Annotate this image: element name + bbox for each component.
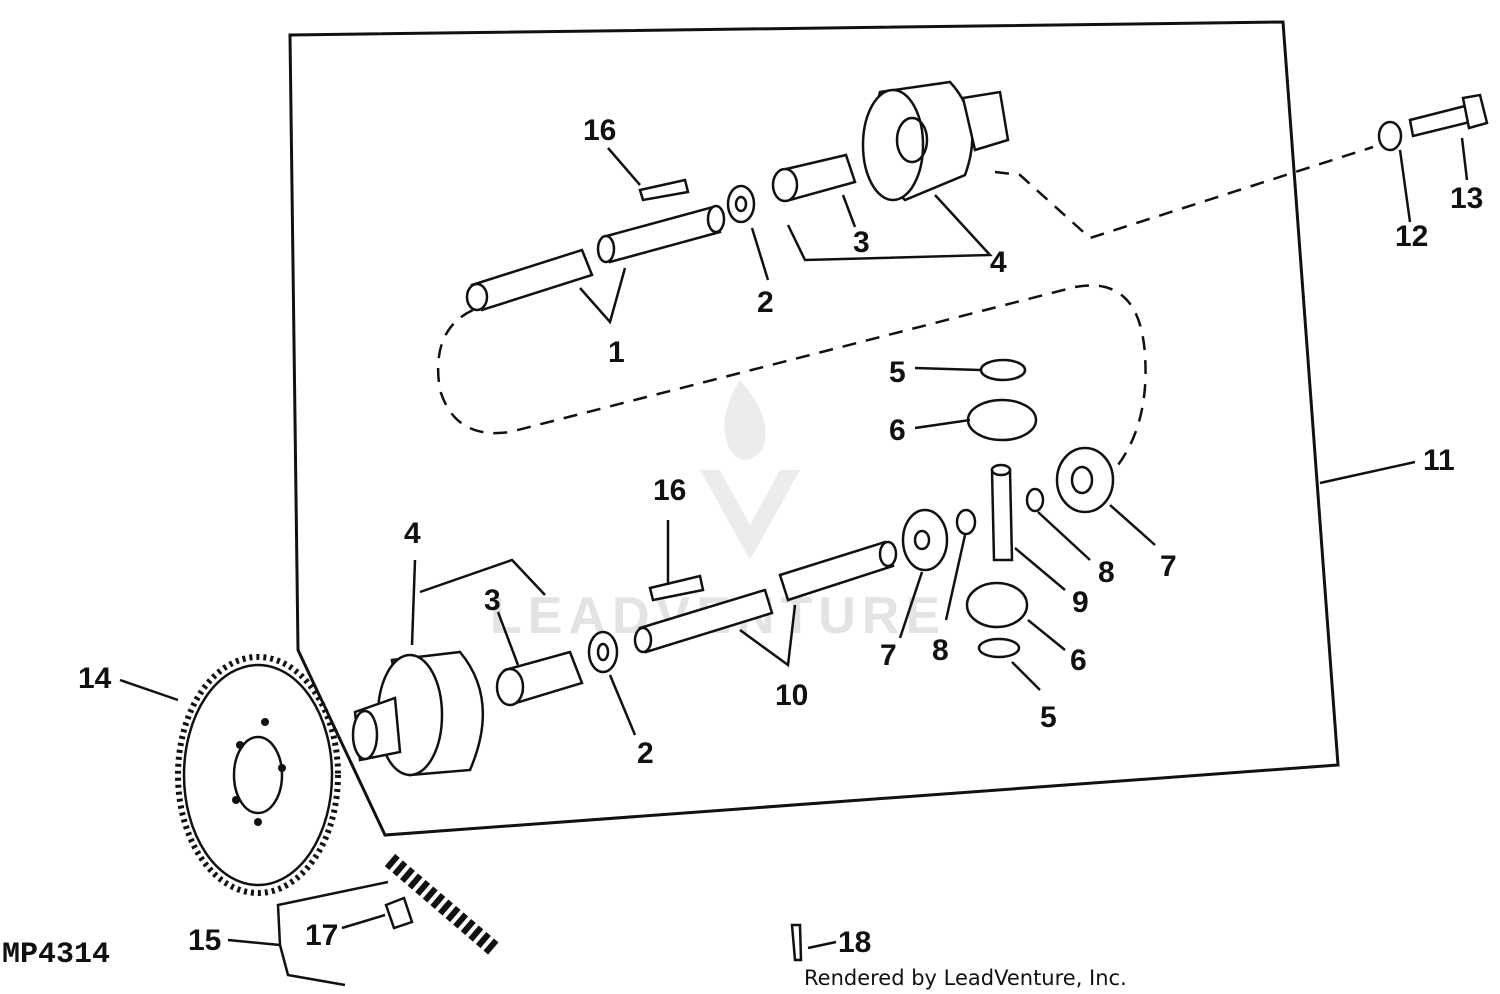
callout-12: 12 xyxy=(1395,220,1428,253)
bushing-3-lower xyxy=(495,650,584,707)
bolt-18 xyxy=(790,923,803,962)
callout-7-right: 7 xyxy=(1160,550,1177,583)
callout-6-lower: 6 xyxy=(1070,644,1087,677)
callout-4-lower: 4 xyxy=(404,517,421,550)
gear-7-right xyxy=(1055,446,1115,514)
washer-5-lower xyxy=(977,637,1021,659)
link-17 xyxy=(384,896,414,930)
diagram-code: MP4314 xyxy=(2,938,110,972)
callout-13: 13 xyxy=(1450,182,1483,215)
nut-12 xyxy=(1377,120,1403,152)
callout-18: 18 xyxy=(838,926,871,959)
chain-15 xyxy=(384,853,501,957)
gear-7-left xyxy=(901,508,949,572)
callout-5-upper: 5 xyxy=(889,356,906,389)
key-16-lower xyxy=(648,574,705,602)
callout-16-upper: 16 xyxy=(583,114,616,147)
hub-4-upper xyxy=(861,80,1010,202)
callout-17: 17 xyxy=(305,919,338,952)
gear-6-lower xyxy=(965,581,1029,629)
washer-2-upper xyxy=(726,184,756,224)
dashed-bolt-line xyxy=(994,145,1374,240)
callout-3-lower: 3 xyxy=(484,584,501,617)
bushing-3-upper xyxy=(771,153,857,203)
shaft-1 xyxy=(465,204,726,312)
callout-4-upper: 4 xyxy=(990,246,1007,279)
key-16-upper xyxy=(638,178,690,202)
ring-8-right xyxy=(1025,487,1045,513)
washer-2-lower xyxy=(587,630,619,674)
callout-11: 11 xyxy=(1423,444,1455,477)
callout-3-upper: 3 xyxy=(853,226,870,259)
leader-lines xyxy=(119,137,1469,987)
credit-text: Rendered by LeadVenture, Inc. xyxy=(804,966,1127,990)
callout-8-right: 8 xyxy=(1098,556,1115,589)
callout-10: 10 xyxy=(775,679,808,712)
callout-16-lower: 16 xyxy=(653,474,686,507)
shaft-10 xyxy=(633,540,898,654)
callout-6-upper: 6 xyxy=(889,414,906,447)
housing-outline xyxy=(288,20,1340,837)
pin-9 xyxy=(990,463,1014,562)
dashed-loop-upper xyxy=(436,284,1147,476)
callout-15: 15 xyxy=(188,924,221,957)
callout-14: 14 xyxy=(78,662,112,695)
callout-9: 9 xyxy=(1072,586,1089,619)
ring-8-left xyxy=(955,508,977,536)
sprocket-14 xyxy=(175,654,341,896)
callout-2-lower: 2 xyxy=(637,737,654,770)
callout-5-lower: 5 xyxy=(1040,701,1057,734)
callout-7-left: 7 xyxy=(880,639,897,672)
callout-1: 1 xyxy=(608,336,625,369)
hub-4-lower xyxy=(351,650,485,777)
callout-2-upper: 2 xyxy=(757,286,774,319)
washer-5-upper xyxy=(979,358,1027,382)
gear-6-upper xyxy=(966,398,1038,442)
callout-8-left: 8 xyxy=(932,634,949,667)
bolt-13 xyxy=(1408,93,1489,138)
